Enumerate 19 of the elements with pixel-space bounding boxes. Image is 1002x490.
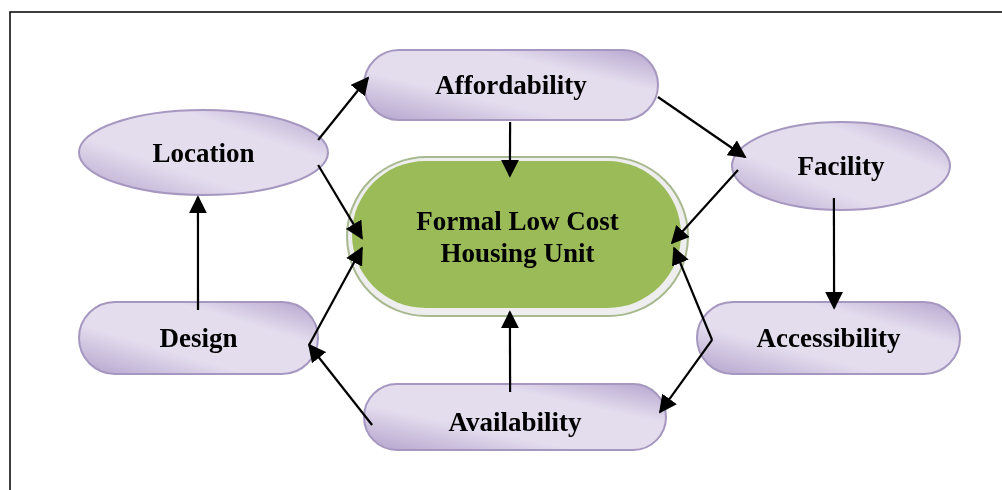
arrow bbox=[500, 122, 519, 178]
arrow bbox=[672, 246, 714, 341]
node-label: Availability bbox=[447, 405, 583, 439]
node-label: Design bbox=[158, 321, 239, 355]
arrow bbox=[657, 96, 747, 158]
node-label: Location bbox=[151, 136, 256, 169]
arrow bbox=[308, 246, 363, 346]
node-label: Accessibility bbox=[755, 321, 902, 355]
arrow bbox=[317, 164, 363, 240]
arrow bbox=[317, 76, 370, 141]
node-label: Affordability bbox=[434, 68, 588, 102]
node-label: Formal Low Cost Housing Unit bbox=[415, 204, 620, 269]
arrow bbox=[825, 198, 844, 310]
arrow bbox=[307, 343, 373, 426]
arrow bbox=[659, 339, 713, 414]
arrow bbox=[188, 195, 207, 311]
node-label: Facility bbox=[796, 149, 886, 183]
arrow bbox=[500, 310, 519, 392]
arrow bbox=[670, 169, 739, 245]
